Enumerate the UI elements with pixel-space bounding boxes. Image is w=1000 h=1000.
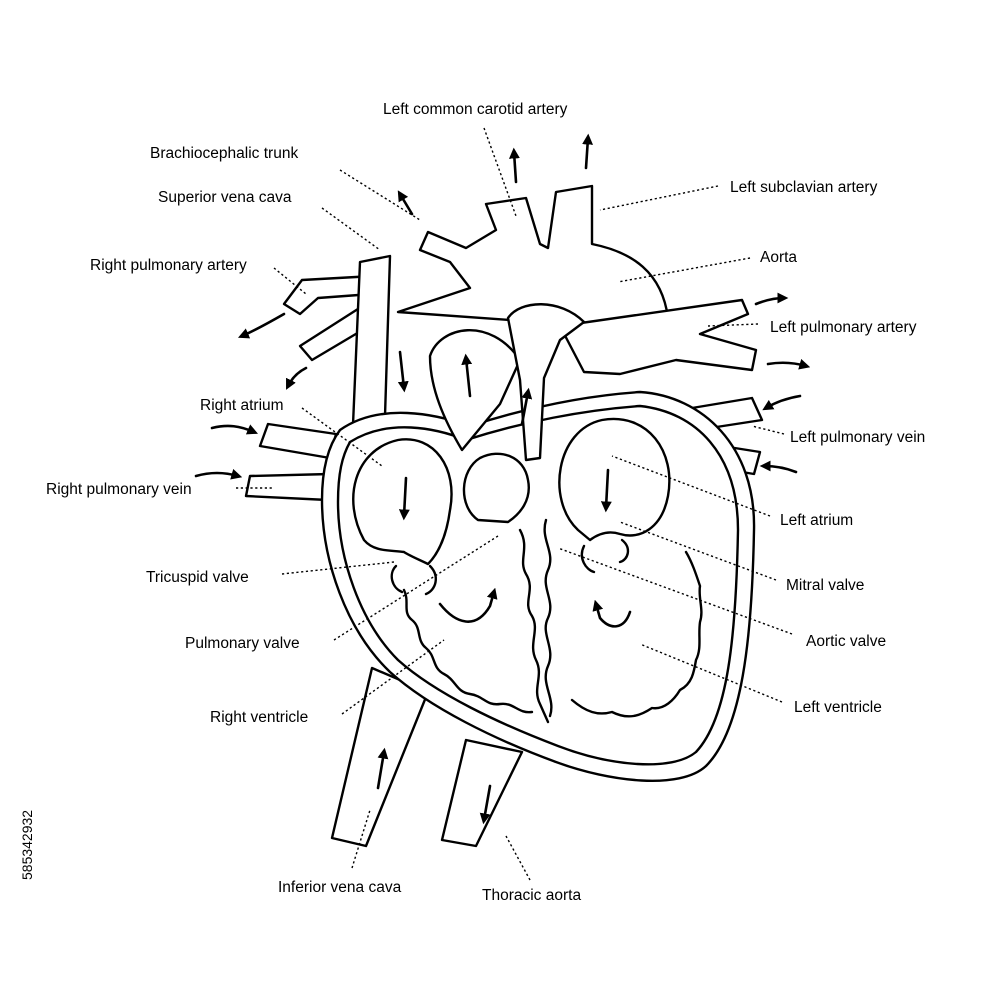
inferior-vena-cava-shape (332, 668, 428, 846)
right-pulmonary-vein-upper (260, 424, 336, 458)
label-aortic-valve: Aortic valve (806, 633, 886, 650)
label-aorta: Aorta (760, 249, 797, 266)
label-superior-vena-cava: Superior vena cava (158, 189, 292, 206)
label-tricuspid-valve: Tricuspid valve (146, 569, 249, 586)
label-left-pulmonary-vein: Left pulmonary vein (790, 429, 925, 446)
label-right-ventricle: Right ventricle (210, 709, 308, 726)
label-brachiocephalic-trunk: Brachiocephalic trunk (150, 145, 298, 162)
thoracic-aorta-shape (442, 740, 522, 846)
label-right-atrium: Right atrium (200, 397, 284, 414)
right-pulmonary-vein-lower (246, 474, 330, 500)
label-left-common-carotid-artery: Left common carotid artery (383, 101, 568, 118)
label-left-ventricle: Left ventricle (794, 699, 882, 716)
label-inferior-vena-cava: Inferior vena cava (278, 879, 402, 896)
label-pulmonary-valve: Pulmonary valve (185, 635, 300, 652)
label-thoracic-aorta: Thoracic aorta (482, 887, 581, 904)
stock-image-id: 585342932 (19, 810, 35, 880)
label-right-pulmonary-vein: Right pulmonary vein (46, 481, 192, 498)
label-mitral-valve: Mitral valve (786, 577, 864, 594)
label-left-atrium: Left atrium (780, 512, 853, 529)
label-right-pulmonary-artery: Right pulmonary artery (90, 257, 247, 274)
label-left-pulmonary-artery: Left pulmonary artery (770, 319, 917, 336)
label-left-subclavian-artery: Left subclavian artery (730, 179, 878, 196)
